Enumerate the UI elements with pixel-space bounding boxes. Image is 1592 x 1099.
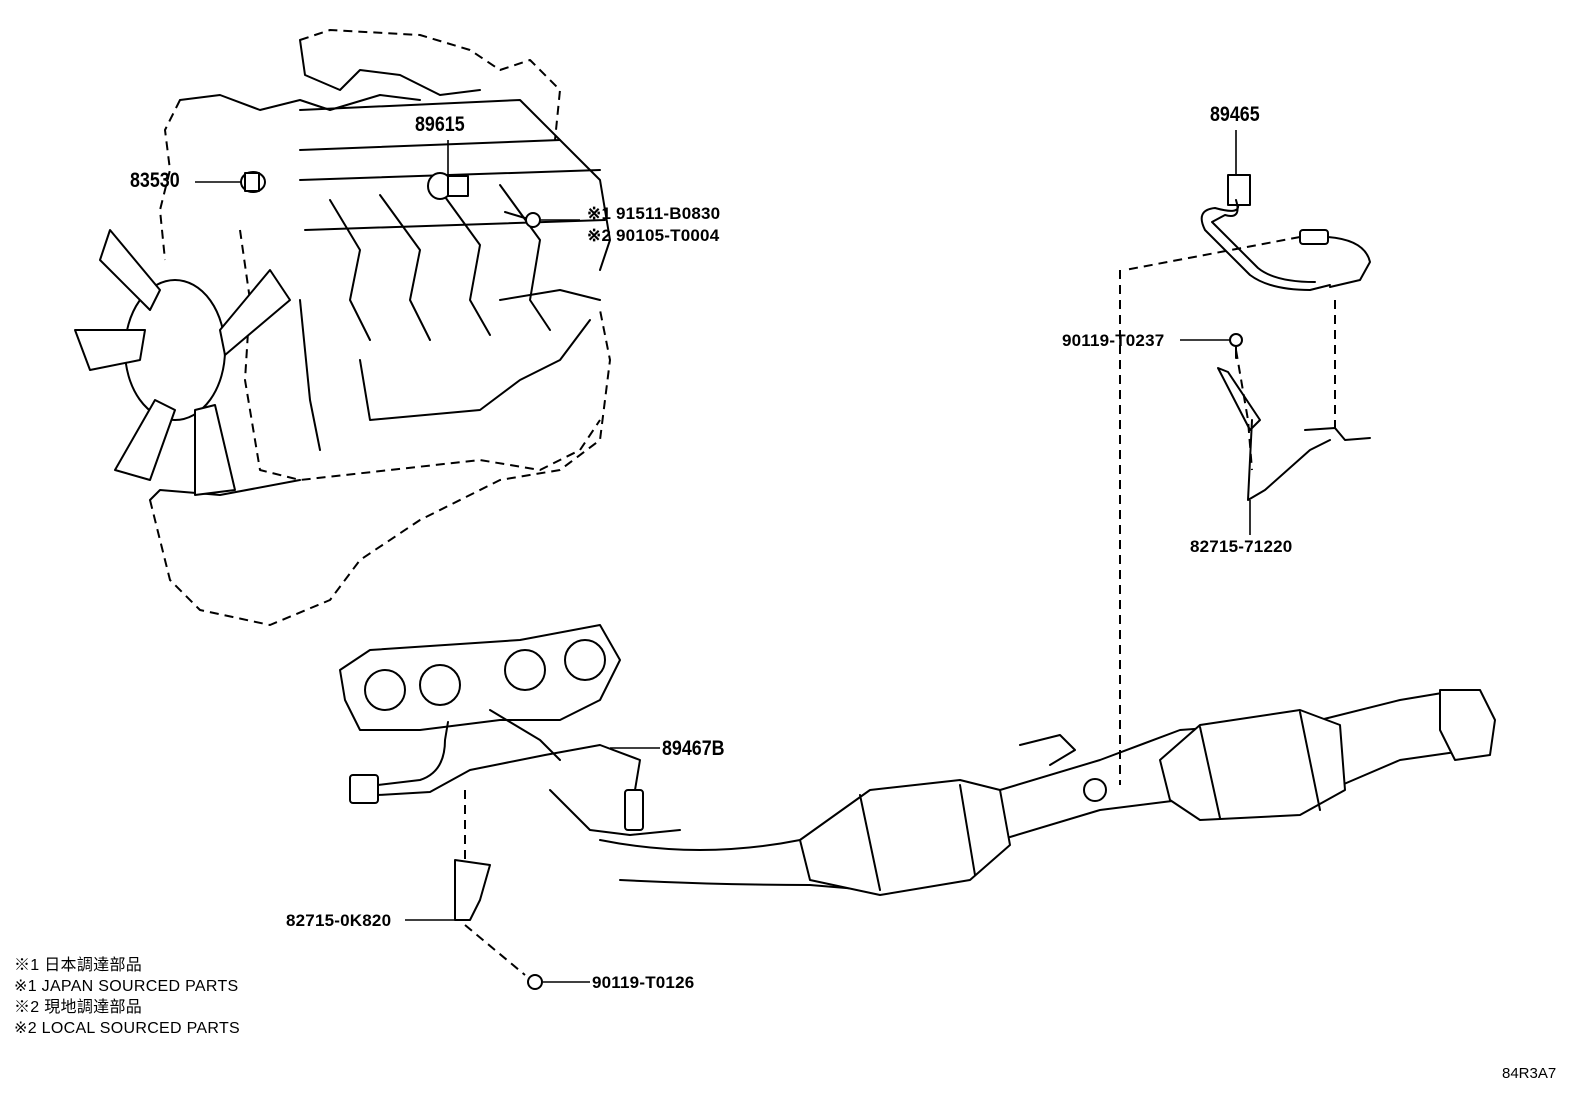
part-label-89465[interactable]: 89465 [1210,103,1260,126]
part-label-89467B[interactable]: 89467B [662,737,725,760]
part-label-90119-T0126[interactable]: 90119-T0126 [592,973,695,992]
note-line-4: ※2 LOCAL SOURCED PARTS [14,1020,240,1037]
exhaust-illustration [339,270,1496,990]
diagram-reference-code: 84R3A7 [1502,1065,1557,1082]
part-label-82715-71220[interactable]: 82715-71220 [1190,537,1293,556]
part-label-90105-T0004[interactable]: ※2 90105-T0004 [587,226,720,245]
note-line-3: ※2 現地調達部品 [14,999,143,1016]
part-label-83530[interactable]: 83530 [130,169,180,192]
leader-lines [195,130,1251,983]
part-label-91511-B0830[interactable]: ※1 91511-B0830 [587,204,721,223]
sensor-89465-illustration [1124,174,1371,501]
note-line-2: ※1 JAPAN SOURCED PARTS [14,978,239,995]
note-line-1: ※1 日本調達部品 [14,957,143,974]
engine-illustration [74,29,611,626]
part-label-89615[interactable]: 89615 [415,113,465,136]
part-label-82715-0K820[interactable]: 82715-0K820 [286,911,392,930]
part-label-90119-T0237[interactable]: 90119-T0237 [1062,331,1165,350]
